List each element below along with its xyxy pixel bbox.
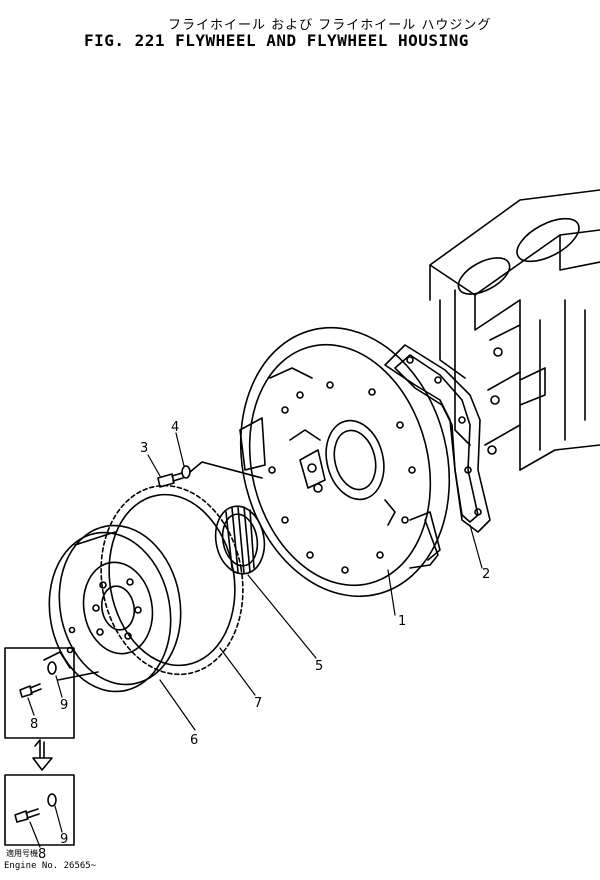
callout-9-lower: 9 bbox=[60, 832, 68, 847]
callout-8-lower: 8 bbox=[38, 847, 46, 862]
inset-box-upper bbox=[4, 647, 75, 739]
engine-block bbox=[429, 189, 600, 471]
callout-1: 1 bbox=[398, 614, 406, 629]
bolt-3-path-line bbox=[189, 461, 263, 479]
bearing-5 bbox=[214, 505, 266, 575]
callout-4: 4 bbox=[171, 420, 179, 435]
figure-title: FIG. 221 FLYWHEEL AND FLYWHEEL HOUSING bbox=[84, 31, 469, 50]
ring-gear-7 bbox=[100, 484, 244, 676]
serial-label-japanese: 適用号機 bbox=[6, 849, 38, 858]
gasket-2 bbox=[384, 344, 491, 533]
flywheel-housing-1 bbox=[239, 326, 451, 598]
callout-8-upper: 8 bbox=[30, 717, 38, 732]
engine-serial-range: Engine No. 26565~ bbox=[4, 861, 97, 871]
bolt-3 bbox=[157, 472, 184, 488]
callout-5: 5 bbox=[315, 659, 323, 674]
callout-2: 2 bbox=[482, 567, 490, 582]
callout-9-upper: 9 bbox=[60, 698, 68, 713]
callout-7: 7 bbox=[254, 696, 262, 711]
callout-6: 6 bbox=[190, 733, 198, 748]
washer-4 bbox=[181, 465, 191, 479]
title-japanese: フライホイール および フライホイール ハウジング bbox=[168, 18, 492, 33]
figure-title-english: FLYWHEEL AND FLYWHEEL HOUSING bbox=[175, 31, 469, 50]
callout-3: 3 bbox=[140, 441, 148, 456]
figure-number: FIG. 221 bbox=[84, 31, 166, 50]
leader-lines bbox=[27, 432, 483, 848]
flywheel-6 bbox=[48, 524, 182, 693]
down-arrow-icon bbox=[32, 739, 53, 771]
